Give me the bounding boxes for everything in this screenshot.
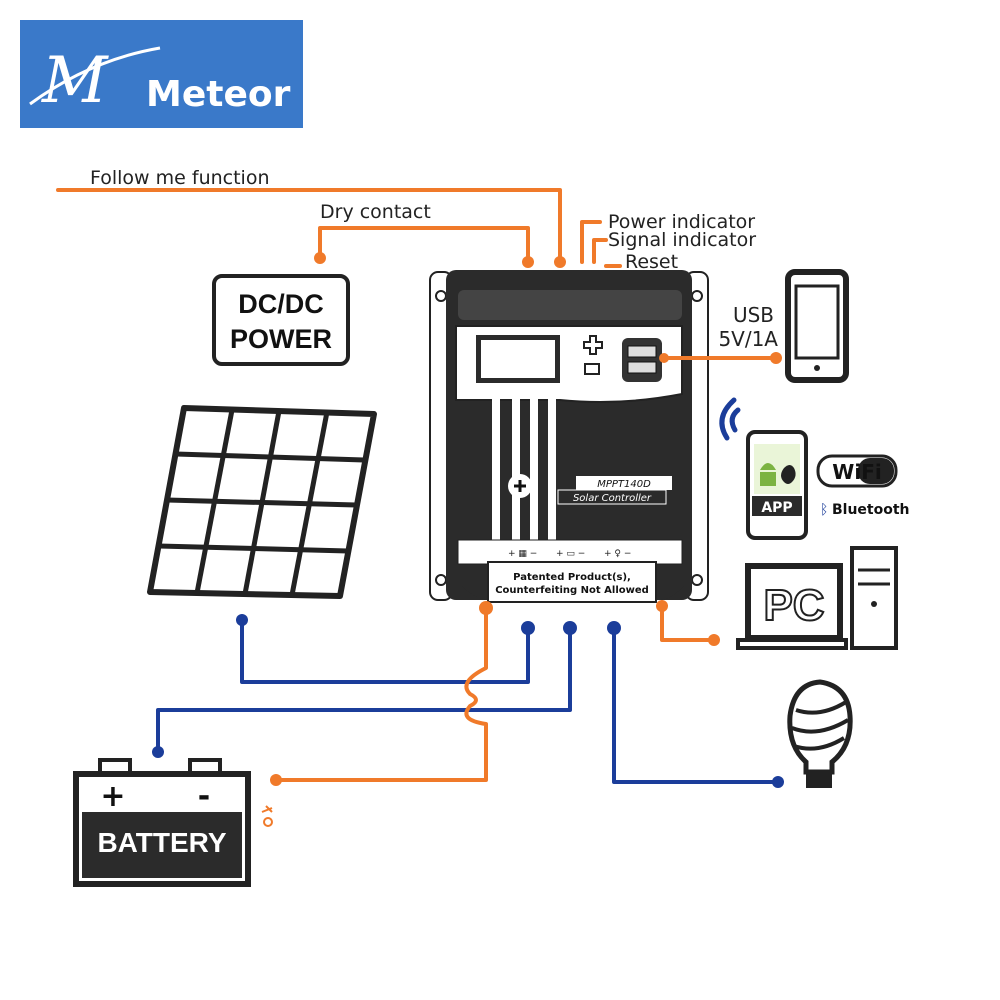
pc-keyboard-base [736, 638, 848, 650]
svg-text:+ ▭ −: + ▭ − [556, 549, 585, 559]
bulb-icon [787, 679, 853, 788]
logo-brand-text: Meteor [146, 74, 291, 115]
top-wires [56, 188, 622, 268]
load-wire [612, 626, 780, 784]
logo-swoosh-icon [29, 46, 161, 106]
wifi-signal-icon [719, 397, 741, 441]
notice-line2: Counterfeiting Not Allowed [495, 585, 649, 596]
bluetooth-label: Bluetooth [832, 502, 910, 518]
load-wire-end-dot [772, 776, 784, 788]
temperature-sensor-icon [261, 805, 273, 827]
dry-contact-label: Dry contact [320, 201, 431, 223]
controller-name: Solar Controller [573, 493, 652, 504]
power-indicator-label: Power indicator [608, 211, 755, 233]
battery-wire [156, 626, 572, 754]
app-label: APP [761, 500, 792, 516]
meteor-logo: M Meteor [20, 20, 303, 128]
logo-mark: M [41, 44, 109, 118]
apple-icon [781, 465, 796, 484]
reset-label: Reset [625, 251, 678, 273]
enter-button-icon[interactable] [584, 363, 600, 375]
pc-tower [850, 546, 898, 650]
mount-hole-icon [435, 290, 447, 302]
wifi-badge: WiFi [816, 454, 898, 488]
android-icon [760, 463, 776, 470]
solar-wire [240, 618, 530, 684]
tablet-app-icon: APP [746, 430, 808, 540]
plus-glyph [514, 480, 526, 492]
battery-plus: + [100, 779, 125, 814]
bluetooth-badge: ᛒ Bluetooth [820, 502, 910, 518]
terminal-symbols: + ▦ − + ▭ − + ♀ − [508, 549, 631, 559]
temp-terminal-dot [479, 601, 493, 615]
solar-panel-icon [147, 405, 377, 599]
signal-indicator-label: Signal indicator [608, 229, 756, 251]
solar-terminal-dot [521, 621, 535, 635]
usb-port-icon[interactable] [627, 345, 657, 358]
bottom-wires [152, 601, 784, 788]
terminal-cover [487, 561, 657, 603]
usb-label-line1: USB [733, 303, 774, 327]
solar-wire-dot [236, 614, 248, 626]
battery-label-band [82, 812, 242, 878]
battery-terminal-dot [563, 621, 577, 635]
lcd-glass [479, 338, 557, 380]
android-body [760, 472, 776, 486]
battery-icon: + - BATTERY [73, 758, 251, 887]
dcdc-frame [212, 274, 350, 366]
name-plate [557, 489, 667, 505]
pc-wire-end-dot [708, 634, 720, 646]
controller-model: MPPT140D [597, 479, 651, 490]
battery-label: BATTERY [97, 827, 226, 858]
temp-wire-end-dot [270, 774, 282, 786]
heat-fins [492, 398, 556, 540]
up-button-icon[interactable] [583, 335, 603, 355]
mount-hole-icon [691, 574, 703, 586]
wifi-label: WiFi [832, 460, 881, 484]
follow-me-terminal-dot [554, 256, 566, 268]
usb-port-housing [622, 338, 662, 382]
dcdc-label-line1: DC/DC [238, 289, 324, 319]
svg-text:+ ▦ −: + ▦ − [508, 549, 537, 559]
dry-contact-wire [318, 226, 530, 264]
temp-sensor-wire [274, 606, 488, 782]
logo-background [20, 20, 303, 128]
controller-top-rail [458, 290, 682, 320]
signal-indicator-wire [592, 238, 608, 264]
smartphone-icon [785, 269, 849, 383]
power-indicator-wire [580, 220, 602, 264]
battery-minus: - [198, 779, 210, 814]
pc-wire-dot [656, 600, 668, 612]
svg-text:+ ♀ −: + ♀ − [604, 549, 631, 559]
follow-me-wire [56, 188, 562, 264]
solar-controller: MPPT140D Solar Controller + ▦ − + ▭ − + … [429, 270, 709, 603]
terminal-strip [457, 539, 683, 565]
pc-icon: PC [736, 546, 898, 650]
dcdc-label-line2: POWER [230, 324, 332, 354]
usb-wire-end-dot [770, 352, 782, 364]
follow-me-label: Follow me function [90, 167, 270, 189]
dry-contact-terminal-dot [522, 256, 534, 268]
pc-label: PC [763, 581, 824, 630]
battery-wire-dot [152, 746, 164, 758]
app-strip [752, 496, 802, 516]
mount-hole-icon [691, 290, 703, 302]
pc-wire [660, 604, 716, 642]
bluetooth-icon: ᛒ [820, 502, 828, 518]
mount-hole-icon [435, 574, 447, 586]
usb-wire-dot [659, 353, 669, 363]
dry-contact-dot [314, 252, 326, 264]
load-terminal-dot [607, 621, 621, 635]
dcdc-power-box: DC/DC POWER [212, 274, 350, 366]
usb-label-line2: 5V/1A [718, 327, 778, 351]
model-plate [576, 476, 672, 490]
notice-line1: Patented Product(s), [513, 572, 631, 583]
usb-port-icon[interactable] [627, 361, 657, 374]
